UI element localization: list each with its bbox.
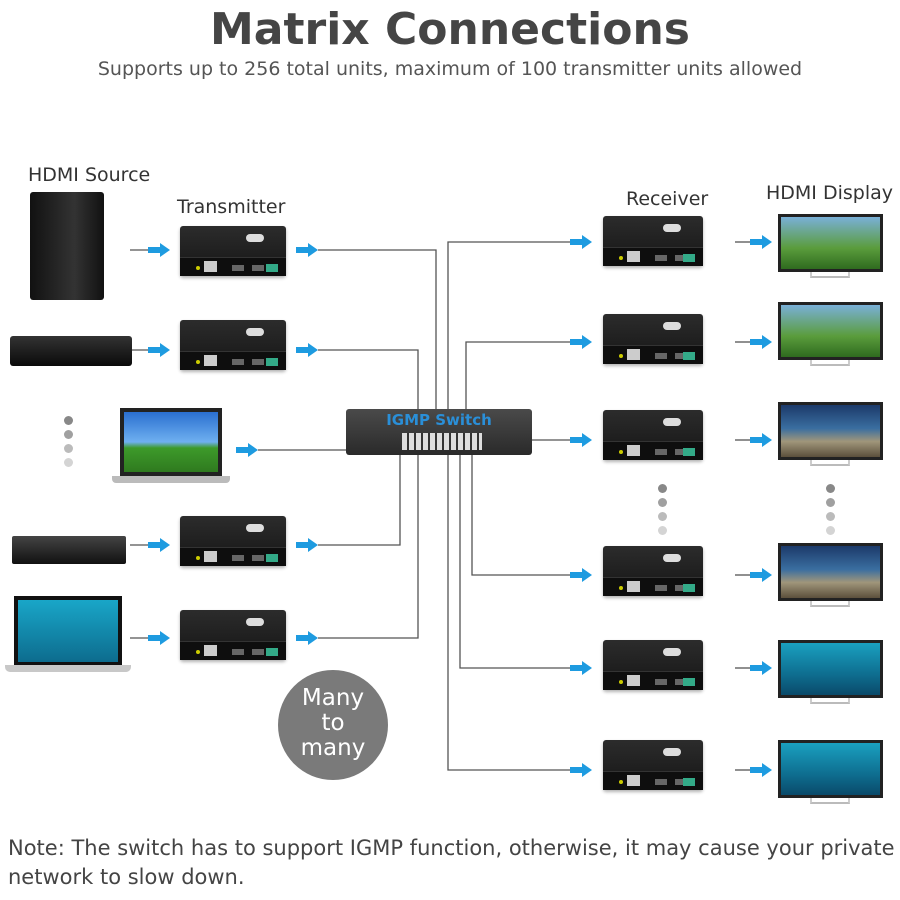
arrow-icon bbox=[570, 763, 592, 777]
label-hdmi-source: HDMI Source bbox=[28, 164, 151, 186]
rx-line bbox=[447, 241, 570, 409]
hdmi-display-sea bbox=[778, 640, 883, 698]
label-transmitter: Transmitter bbox=[177, 196, 286, 218]
arrow-icon bbox=[296, 631, 318, 645]
badge-line-2: to bbox=[321, 710, 345, 736]
page-title: Matrix Connections bbox=[210, 4, 690, 55]
ellipsis-dot bbox=[658, 484, 667, 493]
arrow-icon bbox=[148, 538, 170, 552]
ellipsis-dot bbox=[826, 512, 835, 521]
rx-line bbox=[459, 455, 570, 669]
receiver-unit bbox=[603, 740, 703, 790]
ellipsis-dot bbox=[658, 526, 667, 535]
display-stand bbox=[810, 460, 850, 466]
transmitter-unit bbox=[180, 226, 286, 276]
receiver-unit bbox=[603, 216, 703, 266]
ellipsis-dot bbox=[64, 458, 73, 467]
arrow-icon bbox=[750, 661, 772, 675]
hdmi-display-sea bbox=[778, 740, 883, 798]
arrow-icon bbox=[296, 243, 318, 257]
switch-ports bbox=[402, 433, 482, 450]
display-stand bbox=[810, 698, 850, 704]
ellipsis-dot bbox=[658, 498, 667, 507]
rx-line bbox=[465, 341, 570, 409]
hdmi-display-landscape bbox=[778, 302, 883, 360]
switch-label: IGMP Switch bbox=[386, 411, 492, 429]
arrow-icon bbox=[570, 661, 592, 675]
arrow-icon bbox=[570, 433, 592, 447]
tx-line bbox=[318, 455, 419, 639]
source-laptop bbox=[120, 408, 222, 476]
macbook-base bbox=[5, 665, 131, 672]
arrow-icon bbox=[570, 335, 592, 349]
arrow-icon bbox=[750, 763, 772, 777]
ellipsis-dot bbox=[64, 444, 73, 453]
note-text: Note: The switch has to support IGMP fun… bbox=[8, 836, 895, 889]
ellipsis-dot bbox=[826, 526, 835, 535]
hdmi-display-landscape bbox=[778, 214, 883, 272]
hdmi-display-lizard bbox=[778, 402, 883, 460]
ellipsis-dot bbox=[64, 416, 73, 425]
igmp-switch: IGMP Switch bbox=[346, 409, 532, 455]
ellipsis-dot bbox=[826, 484, 835, 493]
many-to-many-badge: Many to many bbox=[278, 670, 388, 780]
label-hdmi-display: HDMI Display bbox=[766, 182, 893, 204]
transmitter-unit bbox=[180, 610, 286, 660]
rx-line bbox=[447, 455, 570, 771]
label-receiver: Receiver bbox=[626, 188, 709, 210]
tx-line bbox=[318, 455, 401, 546]
badge-line-1: Many bbox=[301, 685, 365, 711]
arrow-icon bbox=[148, 243, 170, 257]
source-dvd-player bbox=[10, 336, 132, 366]
rx-line bbox=[471, 455, 570, 576]
display-stand bbox=[810, 601, 850, 607]
arrow-icon bbox=[750, 433, 772, 447]
hdmi-display-lizard bbox=[778, 543, 883, 601]
display-stand bbox=[810, 360, 850, 366]
ellipsis-dot bbox=[64, 430, 73, 439]
arrow-icon bbox=[570, 235, 592, 249]
arrow-icon bbox=[570, 568, 592, 582]
tx-line bbox=[318, 249, 437, 410]
source-tower-pc bbox=[30, 192, 104, 300]
ellipsis-dot bbox=[826, 498, 835, 507]
transmitter-unit bbox=[180, 516, 286, 566]
arrow-icon bbox=[296, 538, 318, 552]
subtitle: Supports up to 256 total units, maximum … bbox=[97, 58, 803, 80]
tx-line bbox=[318, 349, 419, 410]
source-macbook bbox=[14, 596, 122, 666]
badge-line-3: many bbox=[300, 735, 366, 761]
display-stand bbox=[810, 798, 850, 804]
laptop-base bbox=[112, 476, 230, 483]
arrow-icon bbox=[750, 335, 772, 349]
arrow-icon bbox=[236, 443, 258, 457]
arrow-icon bbox=[296, 343, 318, 357]
arrow-icon bbox=[148, 631, 170, 645]
display-stand bbox=[810, 272, 850, 278]
source-set-top-box bbox=[12, 536, 126, 564]
arrow-icon bbox=[148, 343, 170, 357]
arrow-icon bbox=[750, 568, 772, 582]
receiver-unit bbox=[603, 410, 703, 460]
arrow-icon bbox=[750, 235, 772, 249]
transmitter-unit bbox=[180, 320, 286, 370]
ellipsis-dot bbox=[658, 512, 667, 521]
receiver-unit bbox=[603, 640, 703, 690]
receiver-unit bbox=[603, 314, 703, 364]
receiver-unit bbox=[603, 546, 703, 596]
